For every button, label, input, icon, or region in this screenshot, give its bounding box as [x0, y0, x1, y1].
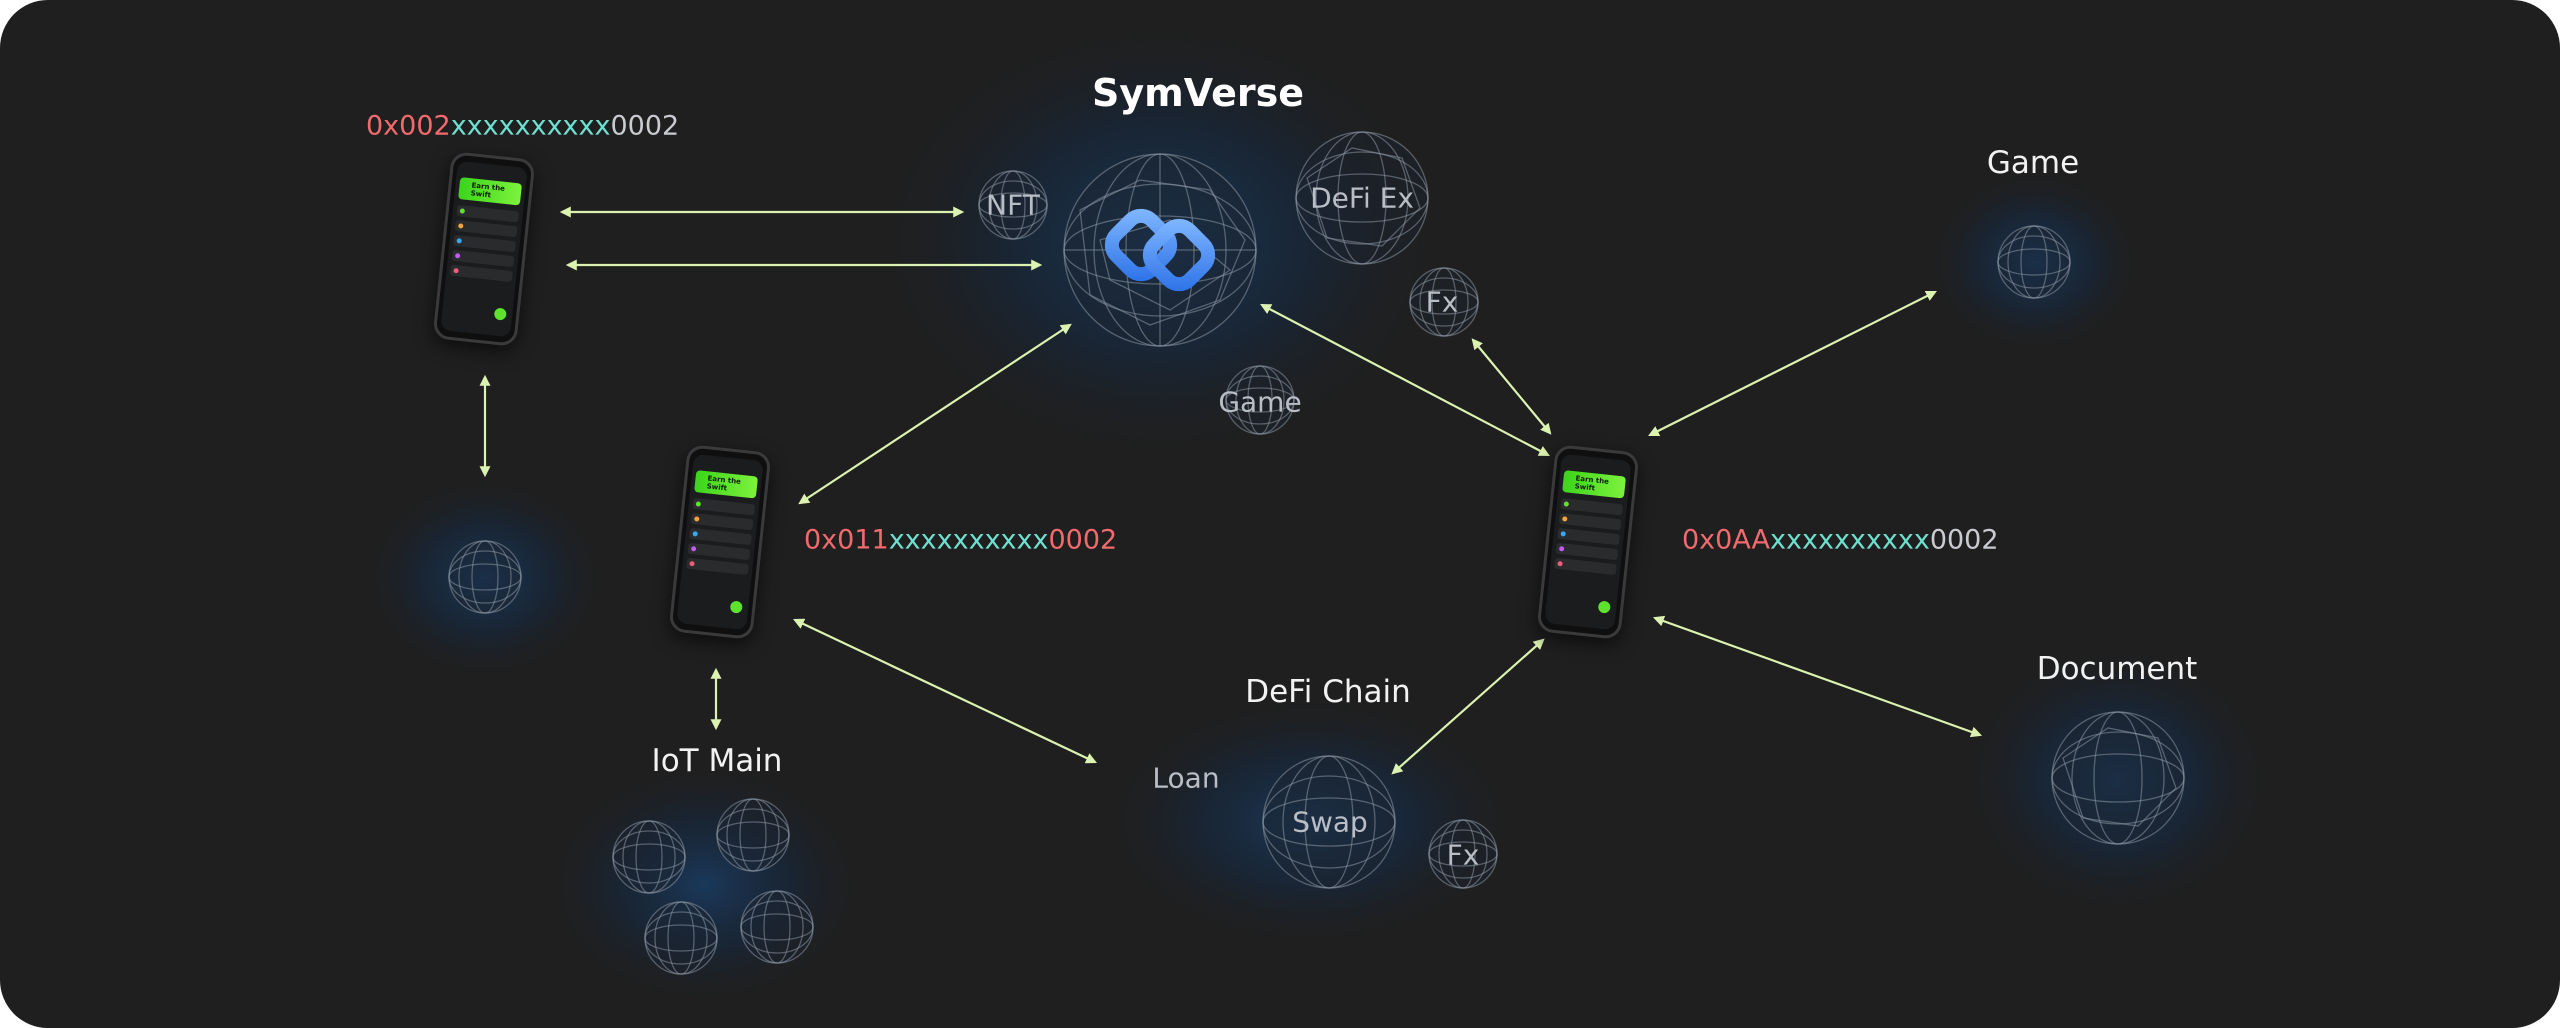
phone-screen: Earn the Swift: [1544, 453, 1632, 631]
loan-node-label: Loan: [1152, 761, 1220, 795]
swap-node-icon: [1262, 755, 1396, 889]
defi-fx-node-icon: [1428, 819, 1498, 889]
iot-globe-icon: [740, 890, 814, 964]
phone-screen: Earn the Swift: [676, 453, 764, 631]
iot-globe-icon: [644, 901, 718, 975]
wallet-address-top-left: 0x002xxxxxxxxxx0002: [366, 111, 679, 142]
wallet-globe-glow: [360, 473, 610, 683]
iot-globe-icon: [716, 798, 790, 872]
nft-node-label: NFT: [986, 188, 1040, 222]
iot-chain-glow: [540, 760, 870, 1010]
game-chain-globe-icon: [1997, 225, 2071, 299]
iot-chain-label: IoT Main: [651, 743, 783, 779]
address-prefix: 0x002: [366, 110, 451, 142]
wallet-address-center: 0x011xxxxxxxxxx0002: [804, 525, 1117, 556]
address-suffix: 0002: [1929, 524, 1999, 556]
address-suffix: 0002: [1048, 524, 1118, 556]
defi-chain-label: DeFi Chain: [1245, 674, 1411, 710]
nft-node-icon: [978, 170, 1048, 240]
arrow-wallet2-defi: [793, 618, 1097, 764]
diagram-title: SymVerse: [1092, 71, 1304, 115]
phone-fab: [493, 307, 507, 321]
phone-banner-text: Earn the Swift: [706, 474, 742, 493]
game-chain-glow: [1925, 167, 2145, 357]
arrow-fx-wallet3: [1471, 338, 1552, 435]
address-prefix: 0x011: [804, 524, 889, 556]
defi-ex-node-icon: [1295, 131, 1429, 265]
game-chain-label: Game: [1986, 145, 2080, 181]
game-node-label: Game: [1218, 385, 1302, 419]
fx-node-label: Fx: [1425, 285, 1459, 319]
address-middle: xxxxxxxxxx: [1770, 524, 1930, 556]
address-prefix: 0x0AA: [1682, 524, 1771, 556]
symverse-globe-icon: [1063, 153, 1257, 347]
phone-fab: [729, 600, 743, 614]
swap-node-label: Swap: [1292, 805, 1368, 839]
arrow-wallet3-defi: [1391, 638, 1545, 775]
phone-screen: Earn the Swift: [440, 160, 528, 338]
arrow-wallet3-document: [1652, 615, 1983, 738]
address-middle: xxxxxxxxxx: [888, 524, 1049, 556]
wallet-address-right: 0x0AAxxxxxxxxxx0002: [1682, 525, 1999, 556]
address-suffix: 0002: [610, 110, 680, 142]
wallet-globe-icon: [448, 540, 522, 614]
phone-banner-text: Earn the Swift: [1574, 474, 1610, 493]
document-chain-label: Document: [2036, 651, 2198, 687]
phone-banner: Earn the Swift: [458, 177, 523, 206]
symverse-logo-icon: [1104, 208, 1216, 292]
phone-banner: Earn the Swift: [1562, 470, 1627, 499]
phone-banner: Earn the Swift: [694, 470, 759, 499]
phone-banner-text: Earn the Swift: [470, 181, 506, 200]
defi-ex-node-label: DeFi Ex: [1310, 181, 1414, 215]
phone-fab: [1597, 600, 1611, 614]
document-chain-globe-icon: [2051, 711, 2185, 845]
defi-fx-node-label: Fx: [1446, 838, 1480, 872]
arrow-wallet2-symverse: [798, 323, 1072, 505]
address-middle: xxxxxxxxxx: [450, 110, 611, 142]
arrow-wallet3-game: [1648, 291, 1937, 436]
iot-globe-icon: [612, 820, 686, 894]
